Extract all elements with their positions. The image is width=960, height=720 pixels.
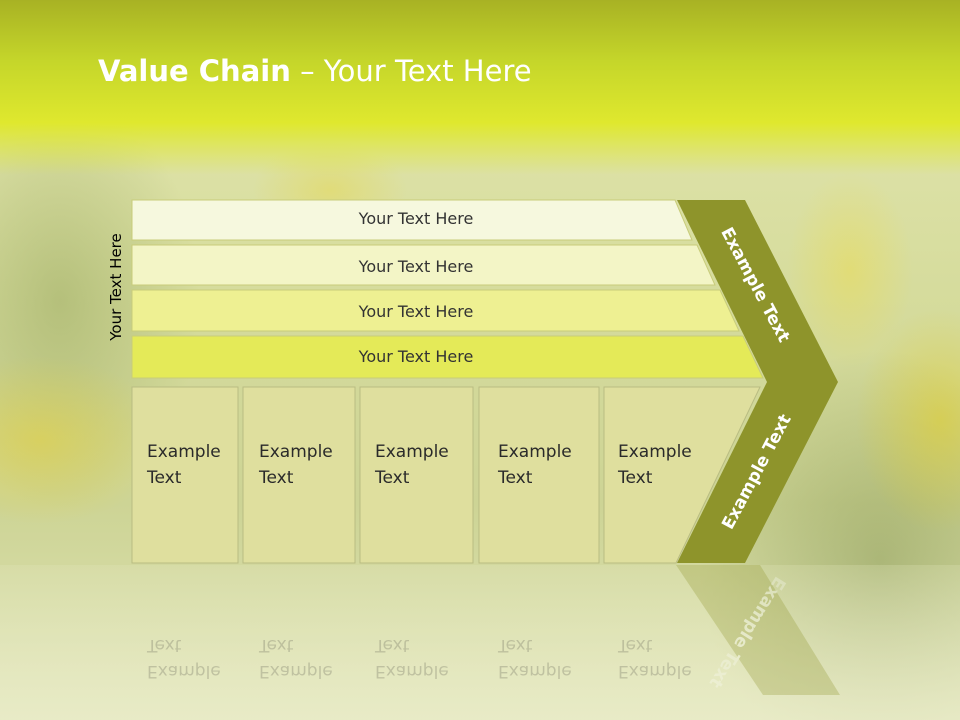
bar-1-label: Your Text Here [358, 209, 474, 228]
bar-1 [131, 199, 693, 241]
box-1-line1: Example [147, 442, 221, 462]
box-1-label: Example Text [147, 439, 221, 491]
box-2-reflection-line1: Example [259, 661, 333, 681]
box-3 [359, 386, 474, 564]
box-2-reflection-line2: Text [259, 635, 294, 655]
box-5-line1: Example [618, 442, 692, 462]
box-3-reflection-line1: Example [375, 661, 449, 681]
box-4-reflection-line1: Example [498, 661, 572, 681]
box-3-line1: Example [375, 442, 449, 462]
box-1-reflection-line1: Example [147, 661, 221, 681]
box-5-reflection: Example Text [618, 632, 692, 684]
bar-4-label: Your Text Here [358, 347, 474, 366]
support-activity-boxes [131, 386, 761, 564]
box-4-label: Example Text [498, 439, 572, 491]
title-band [0, 0, 960, 175]
box-5-line2: Text [618, 468, 653, 488]
box-5 [603, 386, 761, 564]
box-2 [242, 386, 356, 564]
bar-2-label: Your Text Here [358, 257, 474, 276]
slide-title-bold: Value Chain [98, 54, 291, 88]
box-5-reflection-line2: Text [618, 635, 653, 655]
chevron-lower [677, 382, 838, 563]
box-2-label: Example Text [259, 439, 333, 491]
slide-title: Value Chain – Your Text Here [98, 54, 532, 88]
box-3-line2: Text [375, 468, 410, 488]
box-1 [131, 386, 239, 564]
box-4-line1: Example [498, 442, 572, 462]
box-2-line1: Example [259, 442, 333, 462]
slide-title-rest: – Your Text Here [290, 54, 532, 88]
box-4-line2: Text [498, 468, 533, 488]
bar-3-label: Your Text Here [358, 302, 474, 321]
chevron-reflection: Example Text [676, 565, 840, 695]
bar-4 [131, 335, 764, 379]
reflection-fade [0, 565, 960, 720]
box-3-label: Example Text [375, 439, 449, 491]
box-2-line2: Text [259, 468, 294, 488]
bar-2 [131, 244, 716, 286]
bar-3 [131, 289, 740, 332]
chevron-upper [677, 200, 838, 382]
box-4 [478, 386, 600, 564]
box-1-line2: Text [147, 468, 182, 488]
box-4-reflection-line2: Text [498, 635, 533, 655]
box-5-label: Example Text [618, 439, 692, 491]
box-3-reflection-line2: Text [375, 635, 410, 655]
box-4-reflection: Example Text [498, 632, 572, 684]
box-1-reflection-line2: Text [147, 635, 182, 655]
box-5-reflection-line1: Example [618, 661, 692, 681]
box-1-reflection: Example Text [147, 632, 221, 684]
primary-activity-bars: Your Text Here Your Text Here Your Text … [131, 199, 764, 379]
box-3-reflection: Example Text [375, 632, 449, 684]
box-2-reflection: Example Text [259, 632, 333, 684]
